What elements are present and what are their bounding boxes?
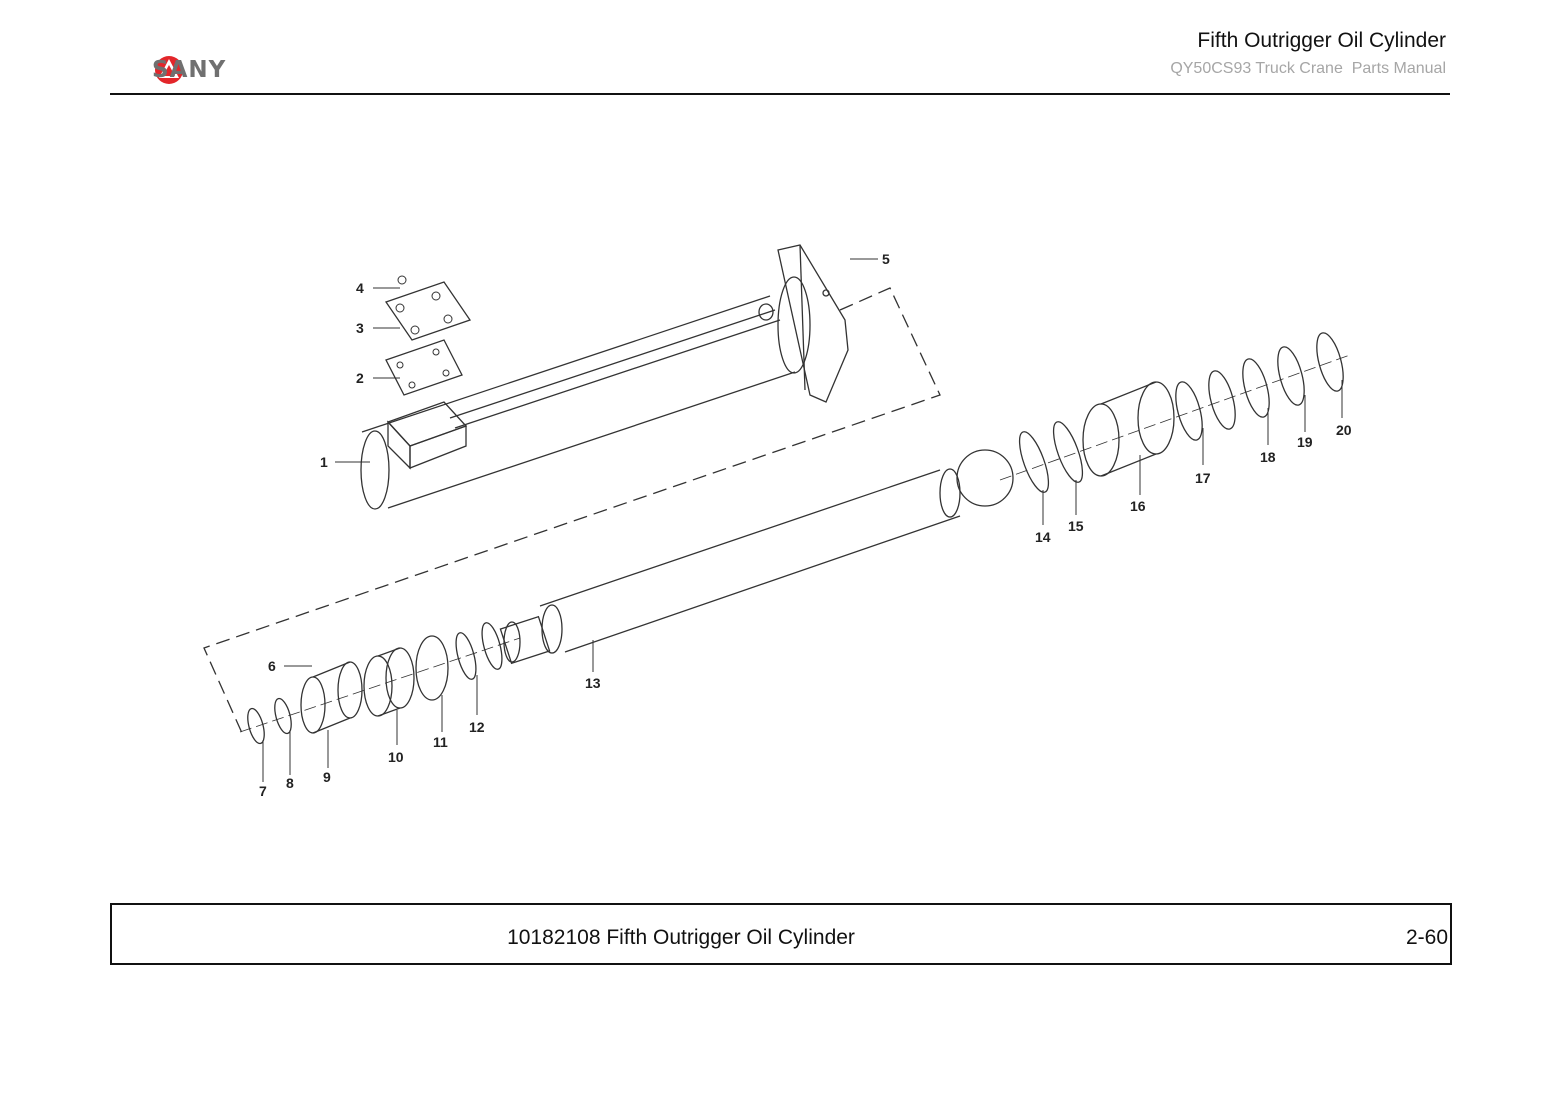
callout-7: 7 (259, 783, 267, 799)
callout-18: 18 (1260, 449, 1276, 465)
callout-14: 14 (1035, 529, 1051, 545)
callout-13: 13 (585, 675, 601, 691)
sany-logo-icon (155, 56, 183, 84)
cylinder-head (300, 661, 363, 734)
callout-5: 5 (882, 251, 890, 267)
cylinder-barrel (360, 244, 849, 510)
callout-2: 2 (356, 370, 364, 386)
callout-1: 1 (320, 454, 328, 470)
callout-16: 16 (1130, 498, 1146, 514)
callout-9: 9 (323, 769, 331, 785)
callout-12: 12 (469, 719, 485, 735)
page-subtitle: QY50CS93 Truck Crane Parts Manual (1170, 60, 1446, 77)
callout-20: 20 (1336, 422, 1352, 438)
brand-wordmark: SANY (152, 57, 227, 83)
guide-sleeve (1082, 381, 1175, 477)
callout-19: 19 (1297, 434, 1313, 450)
header-divider (110, 93, 1450, 95)
callout-15: 15 (1068, 518, 1084, 534)
callout-8: 8 (286, 775, 294, 791)
phantom-outline (203, 287, 941, 734)
figure-caption: 10182108 Fifth Outrigger Oil Cylinder (507, 926, 855, 949)
callout-17: 17 (1195, 470, 1211, 486)
caption-box: 10182108 Fifth Outrigger Oil Cylinder 2-… (110, 903, 1452, 965)
callout-4: 4 (356, 280, 364, 296)
callout-3: 3 (356, 320, 364, 336)
page-title: Fifth Outrigger Oil Cylinder (1197, 29, 1446, 52)
callout-6: 6 (268, 658, 276, 674)
callout-11: 11 (433, 734, 448, 750)
piston (363, 647, 415, 717)
piston-rod (499, 449, 1014, 665)
page-number: 2-60 (1405, 926, 1448, 949)
plate-3 (384, 281, 472, 341)
callout-10: 10 (388, 749, 404, 765)
plate-2 (385, 339, 463, 396)
